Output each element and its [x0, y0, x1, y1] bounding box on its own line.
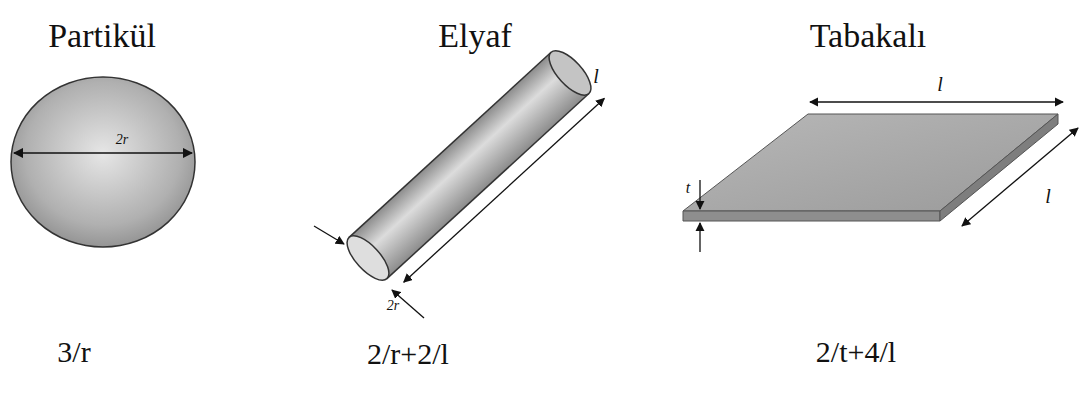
dimension-label: 2r [387, 299, 399, 313]
particle-sphere [11, 77, 195, 247]
dimension-label: l [937, 74, 943, 94]
fiber-cylinder [340, 44, 607, 297]
section-title: Elyaf [438, 19, 512, 53]
laminate-plate [683, 102, 1078, 252]
dimension-label: 2r [116, 133, 128, 147]
section-title: Partikül [48, 19, 156, 53]
diameter-arrows [314, 226, 424, 318]
dimension-label: t [686, 180, 690, 196]
dimension-label: l [593, 66, 599, 86]
formula-text: 3/r [57, 337, 90, 367]
section-title: Tabakalı [810, 19, 927, 53]
formula-text: 2/r+2/l [367, 339, 449, 369]
dimension-label: l [1045, 186, 1051, 206]
formula-text: 2/t+4/l [816, 337, 896, 367]
